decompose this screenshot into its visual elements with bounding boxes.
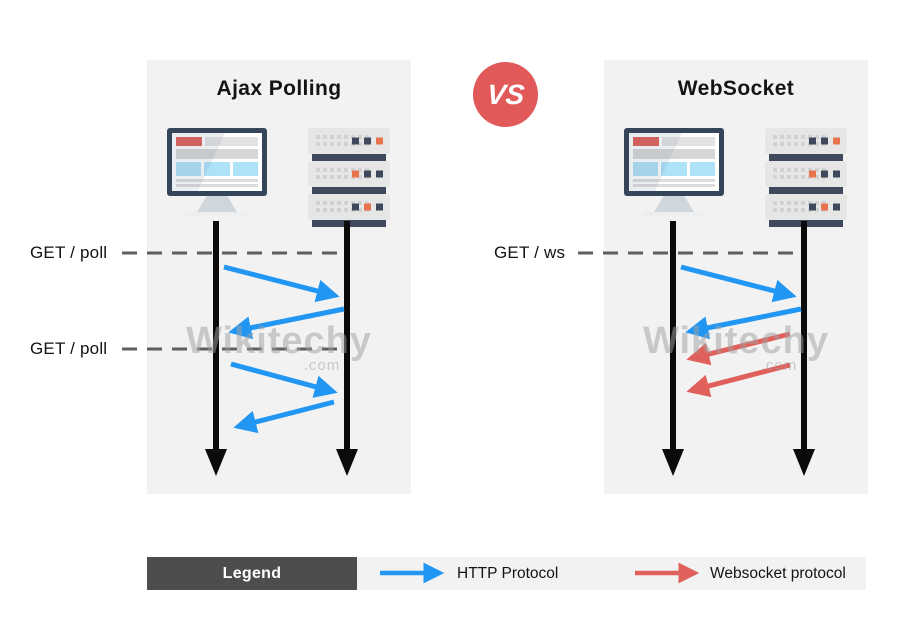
browser-content-tiles bbox=[633, 162, 715, 176]
monitor-frame bbox=[167, 128, 267, 196]
server-divider bbox=[312, 187, 386, 194]
monitor-screen bbox=[629, 133, 719, 191]
server-unit bbox=[765, 128, 847, 154]
browser-text-line bbox=[176, 184, 258, 187]
browser-client-icon bbox=[167, 128, 267, 218]
browser-text-line bbox=[176, 179, 258, 182]
server-leds bbox=[809, 170, 840, 178]
get-poll-label-2: GET / poll bbox=[30, 339, 108, 358]
server-divider bbox=[769, 187, 843, 194]
browser-banner-bar bbox=[176, 149, 258, 159]
watermark: Wikitechy .com bbox=[147, 322, 411, 374]
browser-text-line bbox=[633, 179, 715, 182]
browser-header-gray-bar bbox=[205, 137, 258, 146]
websocket-title: WebSocket bbox=[677, 77, 795, 100]
server-divider bbox=[769, 220, 843, 227]
server-vents bbox=[773, 135, 826, 146]
server-divider bbox=[769, 154, 843, 161]
monitor-stand bbox=[197, 196, 237, 212]
server-leds bbox=[809, 203, 840, 211]
browser-header-red-bar bbox=[633, 137, 659, 146]
watermark-brand: Wikitechy bbox=[642, 320, 830, 362]
legend-bar: Legend HTTP Protocol Websocket protocol bbox=[147, 557, 866, 590]
browser-text-line bbox=[633, 184, 715, 187]
server-unit bbox=[765, 161, 847, 187]
server-leds bbox=[352, 170, 383, 178]
panel-ajax-polling: Ajax Polling bbox=[147, 60, 411, 494]
get-poll-label-1: GET / poll bbox=[30, 243, 108, 262]
server-leds bbox=[352, 137, 383, 145]
server-unit bbox=[308, 194, 390, 220]
legend-websocket-label: Websocket protocol bbox=[710, 564, 846, 582]
legend-http-label: HTTP Protocol bbox=[457, 564, 559, 582]
vs-badge: VS bbox=[473, 62, 538, 127]
watermark-suffix: .com bbox=[303, 357, 341, 374]
screen-glare bbox=[629, 133, 719, 191]
monitor-stand bbox=[654, 196, 694, 212]
browser-client-icon bbox=[624, 128, 724, 218]
server-unit bbox=[765, 194, 847, 220]
panel-websocket: WebSocket bbox=[604, 60, 868, 494]
server-unit bbox=[308, 161, 390, 187]
browser-content-tiles bbox=[176, 162, 258, 176]
browser-header-red-bar bbox=[176, 137, 202, 146]
server-rack-icon bbox=[765, 128, 847, 227]
ajax-polling-title: Ajax Polling bbox=[216, 77, 342, 100]
server-divider bbox=[312, 220, 386, 227]
watermark-brand: Wikitechy bbox=[185, 320, 373, 362]
server-unit bbox=[308, 128, 390, 154]
monitor-frame bbox=[624, 128, 724, 196]
browser-banner-bar bbox=[633, 149, 715, 159]
server-leds bbox=[352, 203, 383, 211]
server-rack-icon bbox=[308, 128, 390, 227]
server-leds bbox=[809, 137, 840, 145]
monitor-base bbox=[642, 212, 706, 216]
vs-badge-label: VS bbox=[485, 78, 526, 110]
screen-glare bbox=[172, 133, 262, 191]
get-ws-label: GET / ws bbox=[494, 243, 566, 262]
legend-title-box: Legend bbox=[147, 557, 357, 590]
watermark: Wikitechy .com bbox=[604, 322, 868, 374]
browser-header-gray-bar bbox=[662, 137, 715, 146]
monitor-base bbox=[185, 212, 249, 216]
monitor-screen bbox=[172, 133, 262, 191]
server-divider bbox=[312, 154, 386, 161]
watermark-suffix: .com bbox=[760, 357, 798, 374]
legend-title: Legend bbox=[222, 564, 282, 582]
